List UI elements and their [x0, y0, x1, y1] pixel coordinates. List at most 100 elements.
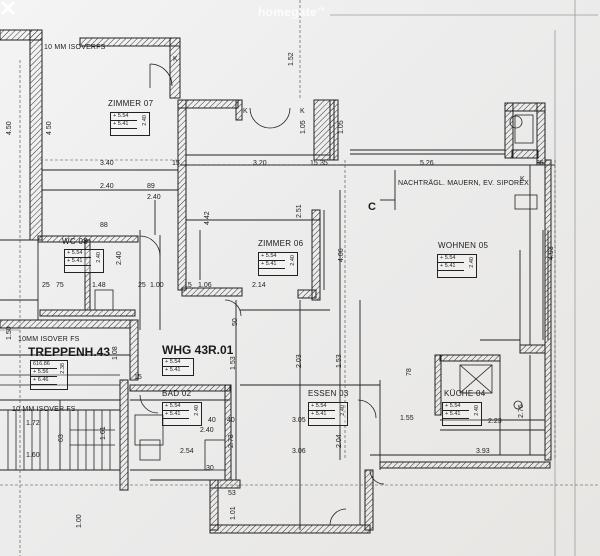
dimension-text: 2.40: [200, 427, 214, 434]
watermark-text: homegate: [258, 5, 318, 19]
door-swings: [139, 63, 385, 526]
kitchen-fixtures: [459, 114, 538, 410]
dimension-text: 15: [184, 282, 192, 289]
level-box-wohnen-05: + 5.54 + 5.41 2.40: [437, 254, 477, 278]
level-bottom: + 5.41: [65, 258, 91, 266]
marker-k: K: [173, 56, 178, 63]
dimension-text: 4.06: [338, 248, 345, 262]
staircase: [0, 374, 120, 470]
dimension-text: 89: [147, 183, 155, 190]
dimension-text: 2.03: [296, 354, 303, 368]
dimension-text: 5.26: [420, 160, 434, 167]
level-top: + 5.54: [438, 255, 464, 263]
level-top: + 5.54: [259, 253, 285, 261]
dimension-text: 40: [208, 417, 216, 424]
note-isover-low: 10 MM ISOVER FS: [12, 406, 76, 413]
room-label-treppenhaus: TREPPENH.43: [28, 345, 111, 359]
level-bottom: + 5.41: [111, 121, 137, 129]
level-box-bad-02: + 5.54 + 5.41 2.40: [162, 402, 202, 426]
dimension-text: 2.40: [147, 194, 161, 201]
level-box-zimmer-06: + 5.54 + 5.41 2.40: [258, 252, 298, 276]
level-box-kueche-04: + 5.54 + 5.41 2.40: [442, 402, 482, 426]
level-bottom: + 5.41: [163, 411, 189, 419]
marker-k: K: [300, 108, 305, 115]
level-1: 616.86: [31, 361, 57, 369]
dimension-text: 3.40: [100, 160, 114, 167]
level-box-whg: + 5.54 + 5.41: [162, 358, 194, 376]
room-label-wohnen-05: WOHNEN 05: [438, 241, 489, 250]
dimension-text: 1.53: [230, 356, 237, 370]
marker-k: K: [520, 176, 525, 183]
dimension-text: 2.14: [252, 282, 266, 289]
room-label-zimmer-06: ZIMMER 06: [258, 239, 304, 248]
watermark-suffix: ch: [317, 7, 325, 13]
dimension-text: 15: [134, 374, 142, 381]
dimension-text: 1.50: [6, 326, 13, 340]
dimension-text: 30: [206, 465, 214, 472]
dimension-text: 53: [228, 490, 236, 497]
dimension-text: 2.40: [116, 251, 123, 265]
level-top: + 5.54: [309, 403, 335, 411]
dimension-text: 4.42: [204, 211, 211, 225]
room-label-bad-02: BAD 02: [162, 389, 192, 398]
dimension-text: 3.06: [292, 448, 306, 455]
level-height: 2.40: [474, 405, 480, 416]
level-box-treppe: 616.86 + 5.56 + 6.46 2.38: [30, 360, 68, 390]
dimension-text: 15: [310, 160, 318, 167]
windows: [319, 149, 549, 455]
dimension-text: 2.40: [100, 183, 114, 190]
dimension-text: 1.52: [288, 52, 295, 66]
marker-k: K: [243, 108, 248, 115]
dimension-text: 1.06: [198, 282, 212, 289]
level-3: + 6.46: [31, 377, 57, 385]
dimension-text: 1.72: [26, 420, 40, 427]
walls: [0, 29, 552, 534]
dimension-text: 1.55: [400, 415, 414, 422]
level-top: + 5.54: [65, 250, 91, 258]
homegate-logo-icon: [0, 0, 16, 16]
dimension-text: 4.93: [548, 246, 555, 260]
room-label-whg: WHG 43R.01: [162, 343, 234, 357]
dimension-text: 3.05: [292, 417, 306, 424]
bath-fixtures: [94, 289, 226, 471]
dimension-text: 35: [320, 160, 328, 167]
dimension-text: 2.54: [180, 448, 194, 455]
level-box-zimmer-07: + 5.54 + 5.41 2.40: [110, 112, 150, 136]
dimension-text: 2.73: [228, 434, 235, 448]
dimension-text: 63: [58, 434, 65, 442]
dimension-text: 2.76: [518, 404, 525, 418]
dimension-text: 2.23: [488, 418, 502, 425]
level-top: + 5.54: [163, 359, 189, 367]
dimension-text: 1.08: [112, 346, 119, 360]
level-box-essen-03: + 5.54 + 5.41 2.40: [308, 402, 348, 426]
level-box-wc-08: + 5.54 + 5.41 2.40: [64, 249, 104, 273]
level-bottom: + 5.41: [438, 263, 464, 271]
dimension-text: 2.04: [336, 434, 343, 448]
level-height: 2.40: [340, 405, 346, 416]
level-height: 2.40: [194, 405, 200, 416]
room-label-essen-03: ESSEN 03: [308, 389, 349, 398]
dimension-text: 25: [138, 282, 146, 289]
dimension-text: 50: [232, 318, 239, 326]
note-nachtraegl-mauern: NACHTRÄGL. MAUERN, EV. SIPOREX: [398, 180, 529, 187]
dimension-text: 1.00: [150, 282, 164, 289]
interior-lines: [0, 154, 555, 530]
level-top: + 5.54: [163, 403, 189, 411]
level-height: 2.40: [290, 255, 296, 266]
level-top: + 5.54: [443, 403, 469, 411]
room-label-kueche-04: KÜCHE 04: [444, 389, 486, 398]
level-bottom: + 5.41: [165, 367, 181, 373]
dimension-text: 4 50: [46, 121, 53, 135]
note-isover-top: 10 MM ISOVERFS: [44, 44, 106, 51]
dimension-text: 78: [406, 368, 413, 376]
level-height: 2.40: [142, 115, 148, 126]
dimension-text: 1.53: [336, 354, 343, 368]
watermark: homegatech: [258, 5, 325, 19]
level-2: + 5.56: [31, 369, 57, 377]
dimension-text: 88: [100, 222, 108, 229]
dimension-text: 25: [42, 282, 50, 289]
level-bottom: + 5.41: [259, 261, 285, 269]
dimension-text: 4.50: [6, 121, 13, 135]
level-bottom: + 5.41: [309, 411, 335, 419]
